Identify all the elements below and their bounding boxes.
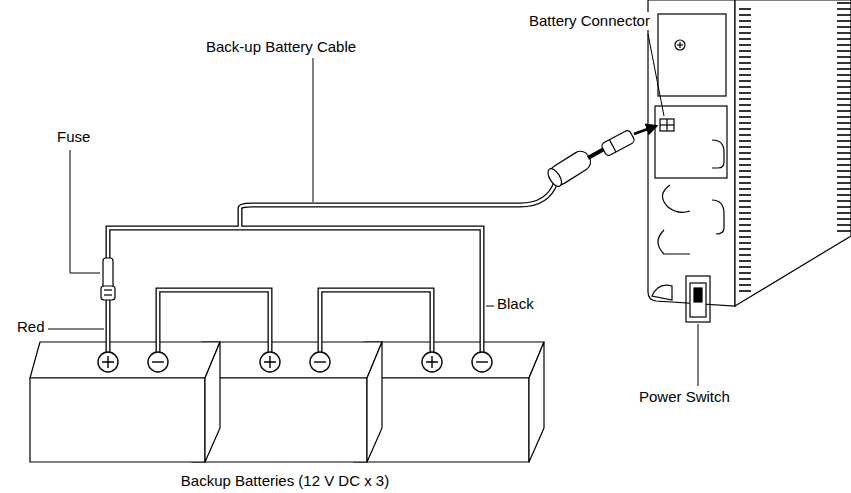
part-label: Red	[16, 318, 46, 336]
caption-label: Backup Batteries (12 V DC x 3)	[180, 472, 390, 490]
fuse-holder	[101, 258, 115, 300]
leader-lines	[48, 34, 698, 386]
backup-batteries	[30, 342, 544, 462]
part-label: Black	[496, 295, 535, 313]
part-label: Back-up Battery Cable	[205, 38, 357, 56]
part-label: Battery Connector	[528, 12, 651, 30]
part-label: Fuse	[56, 128, 91, 146]
cable-plug	[545, 126, 656, 189]
part-label: Power Switch	[638, 388, 731, 406]
battery-wires	[108, 182, 556, 352]
battery-terminals	[98, 352, 492, 372]
main-unit	[648, 0, 851, 322]
